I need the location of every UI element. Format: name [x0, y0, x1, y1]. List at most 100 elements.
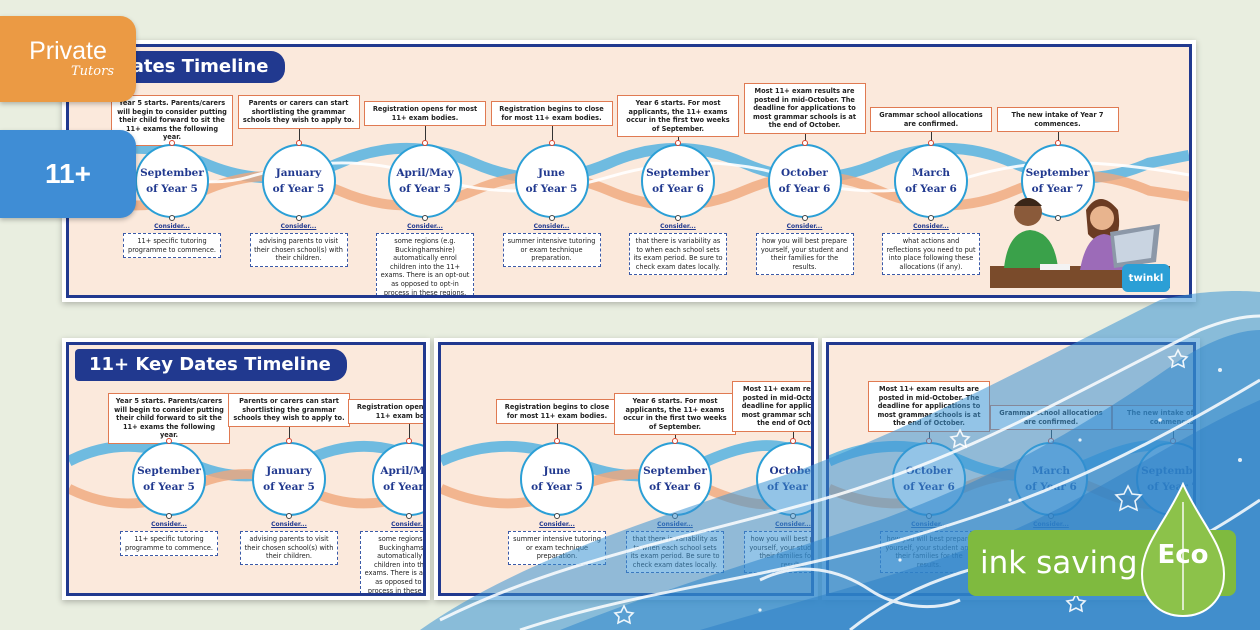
connector-line [551, 111, 553, 144]
timeline-waves [69, 142, 1189, 211]
connector-dot [926, 513, 932, 519]
connector-dot [295, 140, 302, 146]
milestone-date-circle: September of Year 5 [132, 442, 206, 516]
connector-dot [554, 513, 560, 519]
connector-dot [672, 513, 678, 519]
section-frame-2: Registration begins to close for most 11… [438, 342, 814, 596]
milestone-date: March [1032, 465, 1070, 477]
section-poster-1: 11+ Key Dates Timeline Year 5 starts. Pa… [62, 338, 430, 600]
milestone-date: September [643, 465, 707, 477]
milestone-date: January [266, 465, 312, 477]
milestone-description: Year 6 starts. For most applicants, the … [617, 95, 739, 137]
milestone-description: Registration opens for most 11+ exam bod… [348, 399, 423, 424]
milestone-date: October [781, 167, 828, 179]
milestone-date: June [543, 465, 571, 477]
connector-dot [406, 438, 412, 444]
consider-label: Consider... [533, 223, 570, 230]
consider-label: Consider... [911, 521, 947, 528]
connector-dot [675, 140, 681, 146]
milestone-description: Most 11+ exam results are posted in mid-… [732, 381, 811, 432]
consider-label: Consider... [660, 223, 696, 230]
milestone-description: Registration begins to close for most 11… [490, 101, 613, 126]
connector-dot [801, 140, 808, 146]
consider-label: Consider... [657, 521, 693, 528]
milestone-description: Year 6 starts. For most applicants, the … [614, 393, 736, 435]
milestone-year: of Year 6 [767, 481, 814, 493]
connector-dot [1170, 438, 1176, 444]
badge-private-line2: Tutors [71, 64, 114, 79]
milestone-date: September [140, 167, 204, 179]
consider-note: that there is variability as to when eac… [629, 233, 727, 276]
consider-label: Consider... [407, 223, 443, 230]
consider-note: how you will best prepare yourself, your… [880, 531, 978, 574]
connector-dot [169, 140, 175, 146]
milestone-description: Year 5 starts. Parents/carers will begin… [108, 393, 230, 444]
connector-dot [166, 513, 172, 519]
milestone-year: of Year 6 [903, 481, 955, 493]
consider-note: summer intensive tutoring or exam techni… [502, 233, 601, 267]
section-frame-1: 11+ Key Dates Timeline Year 5 starts. Pa… [66, 342, 426, 596]
consider-label: Consider... [391, 521, 426, 528]
consider-label: Consider... [786, 223, 823, 230]
connector-dot [790, 513, 796, 519]
milestone-date: April/May [396, 167, 454, 179]
milestone-date: March [912, 167, 950, 179]
connector-dot [675, 215, 681, 221]
consider-note: that there is variability as to when eac… [626, 531, 724, 574]
connector-dot [1048, 438, 1054, 444]
milestone-date: June [538, 167, 565, 179]
connector-dot [548, 140, 555, 146]
consider-note: how you will best prepare yourself, your… [755, 233, 854, 276]
consider-label: Consider... [539, 521, 575, 528]
milestone-description: Grammar school allocations are confirmed… [990, 405, 1112, 430]
connector-dot [166, 438, 172, 444]
milestone-date: September [646, 167, 710, 179]
milestone-year: of Year 6 [649, 481, 701, 493]
milestone-date-circle: September of Year 6 [641, 144, 715, 218]
milestone-description: Registration begins to close for most 11… [496, 399, 618, 424]
connector-dot [928, 140, 934, 146]
milestone-date-circle: September of Year 6 [638, 442, 712, 516]
milestone-year: of Year 7 [1031, 183, 1084, 195]
connector-dot [422, 140, 428, 146]
consider-label: Consider... [154, 223, 190, 230]
consider-note: advising parents to visit their chosen s… [240, 531, 338, 565]
milestone-year: of Year 5 [531, 481, 583, 493]
milestone-description: Most 11+ exam results are posted in mid-… [868, 381, 990, 432]
milestone-date: October [905, 465, 953, 477]
connector-line [409, 409, 410, 442]
connector-dot [286, 438, 292, 444]
milestone-date: September [1141, 465, 1193, 477]
milestone-date: September [1025, 167, 1090, 179]
milestone-year: of Year 5 [383, 481, 424, 493]
connector-dot [169, 215, 175, 221]
milestone-date: September [137, 465, 201, 477]
milestone-date: October [769, 465, 814, 477]
milestone-year: of Year 5 [272, 183, 325, 195]
consider-note: advising parents to visit their chosen s… [249, 233, 348, 267]
connector-dot [422, 215, 428, 221]
milestone-year: of Year 6 [652, 183, 704, 195]
eco-badge-label: Eco [1157, 540, 1209, 570]
milestone-date-circle: June of Year 5 [520, 442, 594, 516]
consider-label: Consider... [151, 521, 187, 528]
milestone-year: of Year 6 [778, 183, 831, 195]
consider-note: 11+ specific tutoring programme to comme… [123, 233, 221, 259]
milestone-year: of Year 5 [146, 183, 198, 195]
connector-dot [1054, 140, 1061, 146]
milestone-year: of Year 5 [143, 481, 195, 493]
secondary-timeline-title: 11+ Key Dates Timeline [75, 349, 347, 381]
connector-dot [295, 215, 302, 221]
consider-label: Consider... [280, 223, 317, 230]
badge-private-line1: Private [29, 37, 107, 65]
connector-dot [1048, 513, 1054, 519]
connector-dot [548, 215, 555, 221]
connector-dot [286, 513, 292, 519]
connector-dot [801, 215, 808, 221]
